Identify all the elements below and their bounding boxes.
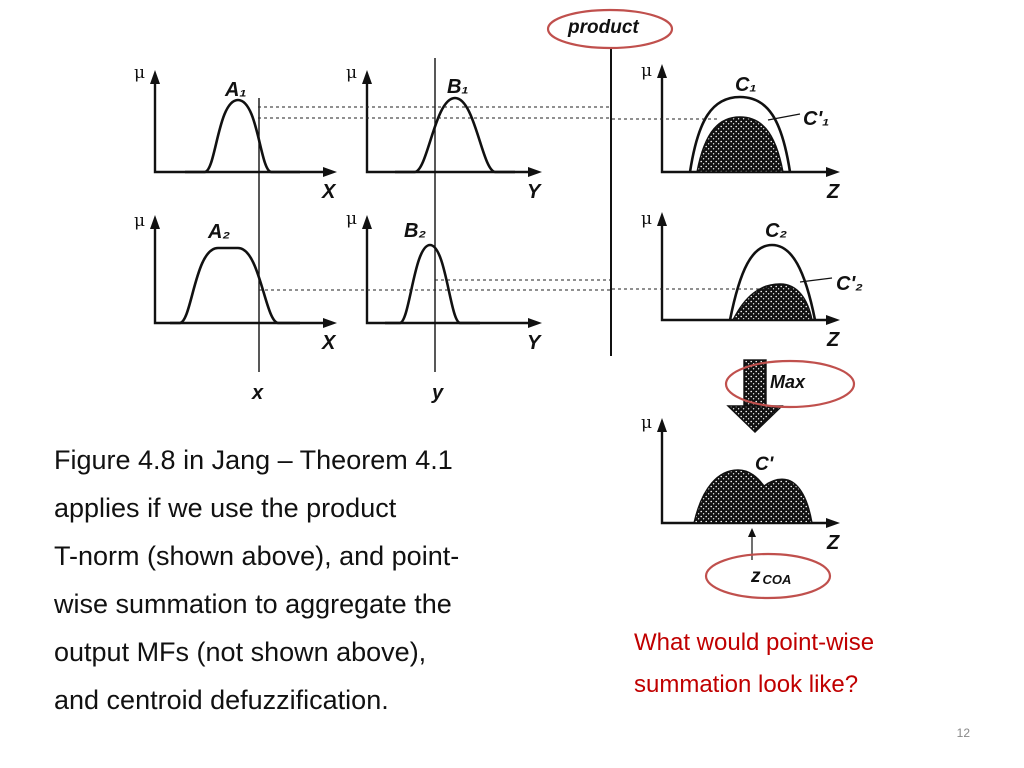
mf-curve-b1 — [395, 96, 515, 174]
axis-label-y-1: Y — [527, 181, 542, 203]
mu-label: μ — [134, 211, 145, 231]
panel-c1: μ C₁ C'₁ Z — [641, 61, 840, 203]
mu-label: μ — [641, 209, 652, 229]
mf-shaded-c2-prime — [731, 283, 813, 321]
axis-b1 — [365, 80, 532, 174]
mf-curve-a1 — [185, 98, 300, 174]
axis-label-y-2: Y — [527, 332, 542, 354]
label-c2: C₂ — [765, 220, 787, 242]
label-c1: C₁ — [735, 74, 756, 96]
arrow-b2-up — [362, 215, 372, 229]
arrow-c2-right — [826, 315, 840, 325]
page-number: 12 — [956, 726, 970, 740]
label-b2: B₂ — [404, 220, 426, 242]
arrow-c1-right — [826, 167, 840, 177]
arrow-aggregated-right — [826, 518, 840, 528]
caption-line: and centroid defuzzification. — [54, 685, 389, 715]
figure-caption: Figure 4.8 in Jang – Theorem 4.1 applies… — [54, 436, 634, 724]
arrow-a1-right — [323, 167, 337, 177]
pointer-c1-prime — [767, 113, 801, 121]
label-a2: A₂ — [207, 221, 230, 243]
axis-label-x-2: X — [321, 332, 337, 354]
panel-b1: μ B₁ Y — [346, 63, 542, 203]
pointer-c2-prime — [799, 277, 833, 283]
caption-line: output MFs (not shown above), — [54, 637, 427, 667]
input-label-x: x — [251, 382, 264, 404]
max-highlight-ellipse — [724, 359, 856, 409]
arrow-b2-right — [528, 318, 542, 328]
label-c1-prime: C'₁ — [803, 108, 829, 130]
caption-line: Figure 4.8 in Jang – Theorem 4.1 — [54, 445, 453, 475]
arrow-b1-right — [528, 167, 542, 177]
arrow-b1-up — [362, 70, 372, 84]
z-coa-highlight-ellipse — [704, 552, 832, 600]
arrow-aggregated-up — [657, 418, 667, 432]
label-b1: B₁ — [447, 76, 468, 98]
axis-label-z-2: Z — [826, 329, 840, 351]
mu-label: μ — [134, 63, 145, 83]
label-c2-prime: C'₂ — [836, 273, 863, 295]
arrow-a2-up — [150, 215, 160, 229]
max-arrow: Max — [724, 359, 856, 433]
caption-line: wise summation to aggregate the — [54, 589, 452, 619]
mu-label: μ — [641, 61, 652, 81]
axis-label-x-1: X — [321, 181, 337, 203]
product-highlight-ellipse — [546, 8, 674, 50]
axis-label-z-3: Z — [826, 532, 840, 554]
mf-curve-c1 — [688, 95, 792, 173]
mf-curve-b2 — [385, 243, 480, 325]
max-label: Max — [770, 372, 806, 392]
panel-a2: μ A₂ X — [134, 211, 337, 354]
mu-label: μ — [641, 413, 652, 433]
question-line: What would point-wise — [634, 629, 875, 656]
mu-label: μ — [346, 63, 357, 83]
mf-curve-a2 — [170, 246, 300, 325]
mu-label: μ — [346, 209, 357, 229]
mf-shaded-c1-prime — [696, 116, 784, 173]
mf-shaded-aggregated — [693, 469, 813, 524]
arrow-c1-up — [657, 64, 667, 78]
question-text: What would point-wise summation look lik… — [634, 622, 994, 706]
arrow-c2-up — [657, 212, 667, 226]
arrow-a1-up — [150, 70, 160, 84]
axis-a2 — [153, 225, 327, 325]
panel-a1: μ A₁ X — [134, 63, 337, 203]
input-label-y: y — [431, 382, 444, 404]
label-a1: A₁ — [224, 79, 246, 101]
label-c-prime: C' — [755, 454, 775, 475]
product-label: product — [567, 17, 639, 38]
panel-b2: μ B₂ Y — [346, 209, 542, 354]
caption-line: applies if we use the product — [54, 493, 397, 523]
axis-label-z-1: Z — [826, 181, 840, 203]
question-line: summation look like? — [634, 671, 859, 698]
caption-line: T-norm (shown above), and point- — [54, 541, 460, 571]
axis-b2 — [365, 225, 532, 325]
coa-pointer-arrow — [748, 528, 756, 537]
arrow-a2-right — [323, 318, 337, 328]
panel-c2: μ C₂ C'₂ Z — [641, 209, 863, 351]
